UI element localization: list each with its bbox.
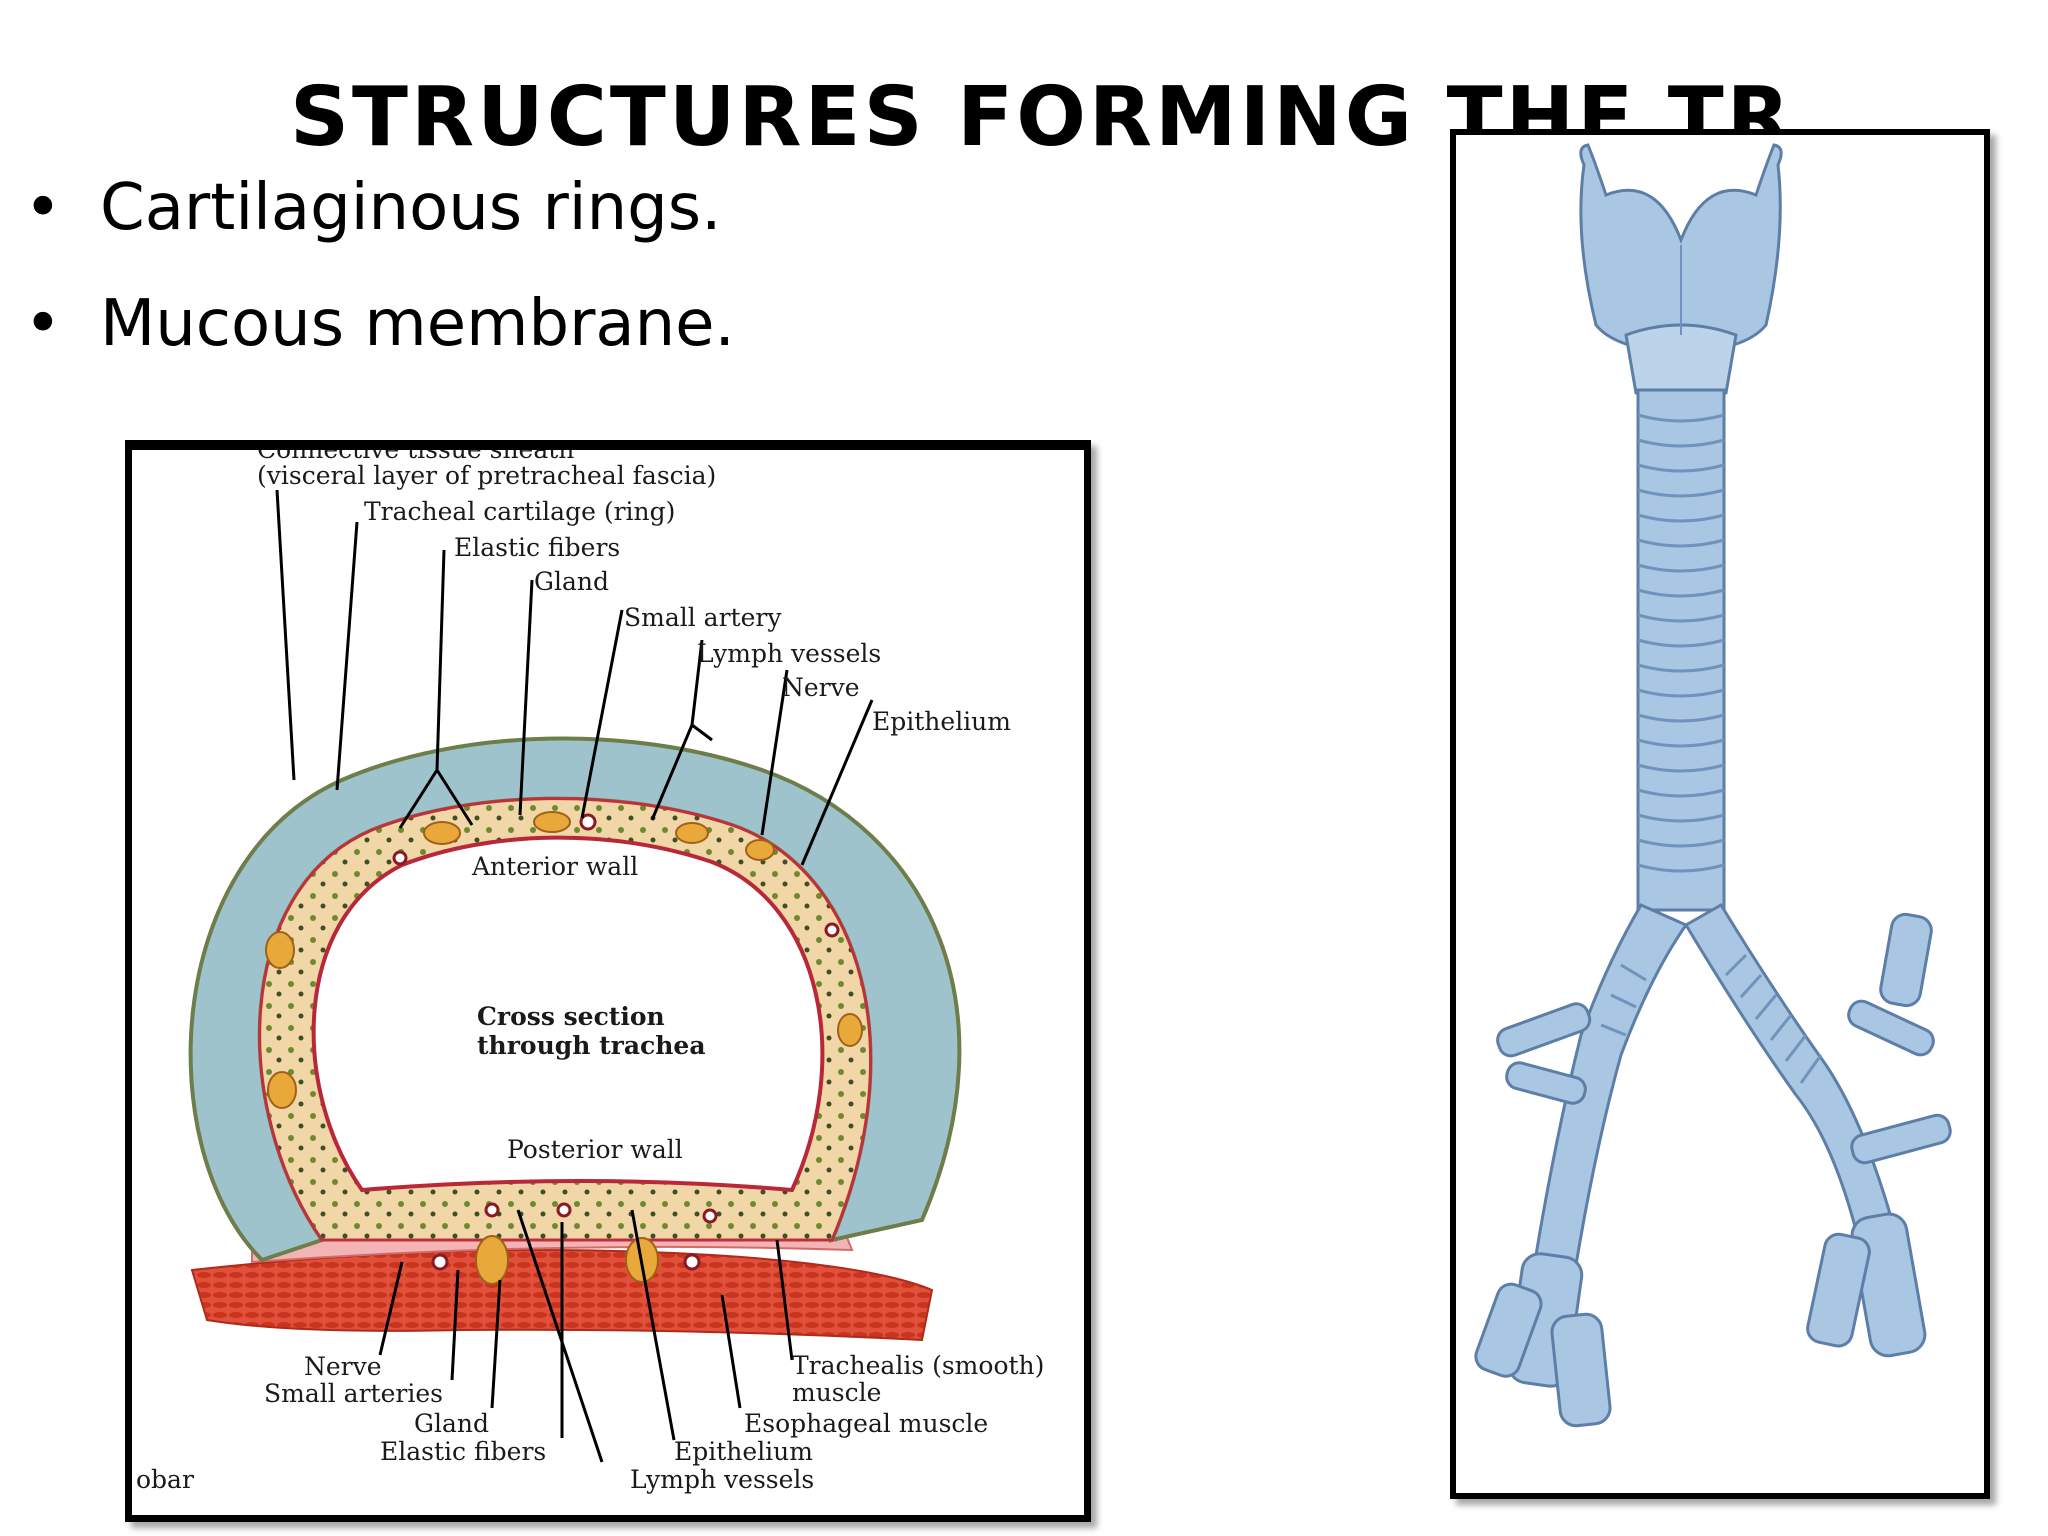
label-anterior-wall: Anterior wall <box>471 852 638 881</box>
label-elastic-fibers-bottom: Elastic fibers <box>380 1437 546 1466</box>
bullet-dot: • <box>24 171 62 245</box>
label-sheath-sub: (visceral layer of pretracheal fascia) <box>257 461 716 490</box>
label-connective-sheath: Connective tissue sheath <box>257 450 574 464</box>
bullet-item: • Cartilaginous rings. <box>20 150 735 266</box>
left-main-bronchus <box>1683 902 1898 1253</box>
label-elastic-fibers-top: Elastic fibers <box>454 533 620 562</box>
trachea-illustration-panel <box>1450 129 1990 1499</box>
label-small-arteries: Small arteries <box>264 1379 443 1408</box>
vessel-group <box>392 813 840 1271</box>
cartilage-ring-lines <box>1600 413 1823 1084</box>
cross-section-diagram: Connective tissue sheath (visceral layer… <box>136 450 1044 1494</box>
label-tracheal-cartilage: Tracheal cartilage (ring) <box>364 497 675 526</box>
bullet-dot: • <box>24 287 62 361</box>
bullet-text: Mucous membrane. <box>100 287 735 361</box>
label-nerve-bottom: Nerve <box>304 1352 382 1381</box>
cross-section-panel: Connective tissue sheath (visceral layer… <box>125 440 1091 1522</box>
trachea-tube <box>1636 388 1726 912</box>
label-epithelium-bottom: Epithelium <box>674 1437 813 1466</box>
trachea-illustration <box>1474 143 1952 1428</box>
bullet-text: Cartilaginous rings. <box>100 171 722 245</box>
gland-group <box>265 811 863 1285</box>
leader-lines <box>275 489 874 1463</box>
label-small-artery: Small artery <box>624 603 782 632</box>
label-lymph-vessels-bottom: Lymph vessels <box>630 1465 814 1494</box>
bullet-list: • Cartilaginous rings. • Mucous membrane. <box>20 150 735 382</box>
label-gland-bottom: Gland <box>414 1409 489 1438</box>
label-trachealis-2: muscle <box>792 1378 881 1407</box>
label-epithelium-top: Epithelium <box>872 707 1011 736</box>
label-cross-section-2: through trachea <box>477 1031 706 1060</box>
tracheal-lumen <box>311 835 825 1193</box>
label-posterior-wall: Posterior wall <box>507 1135 683 1164</box>
label-corner-obar: obar <box>136 1465 194 1494</box>
label-gland-top: Gland <box>534 567 609 596</box>
label-esophageal-muscle: Esophageal muscle <box>744 1409 988 1438</box>
label-cross-section-1: Cross section <box>477 1002 665 1031</box>
label-lymph-vessels-top: Lymph vessels <box>697 639 881 668</box>
label-nerve-top: Nerve <box>782 673 860 702</box>
label-trachealis-1: Trachealis (smooth) <box>792 1351 1044 1380</box>
bullet-item: • Mucous membrane. <box>20 266 735 382</box>
bronchial-branches <box>1474 912 1952 1428</box>
